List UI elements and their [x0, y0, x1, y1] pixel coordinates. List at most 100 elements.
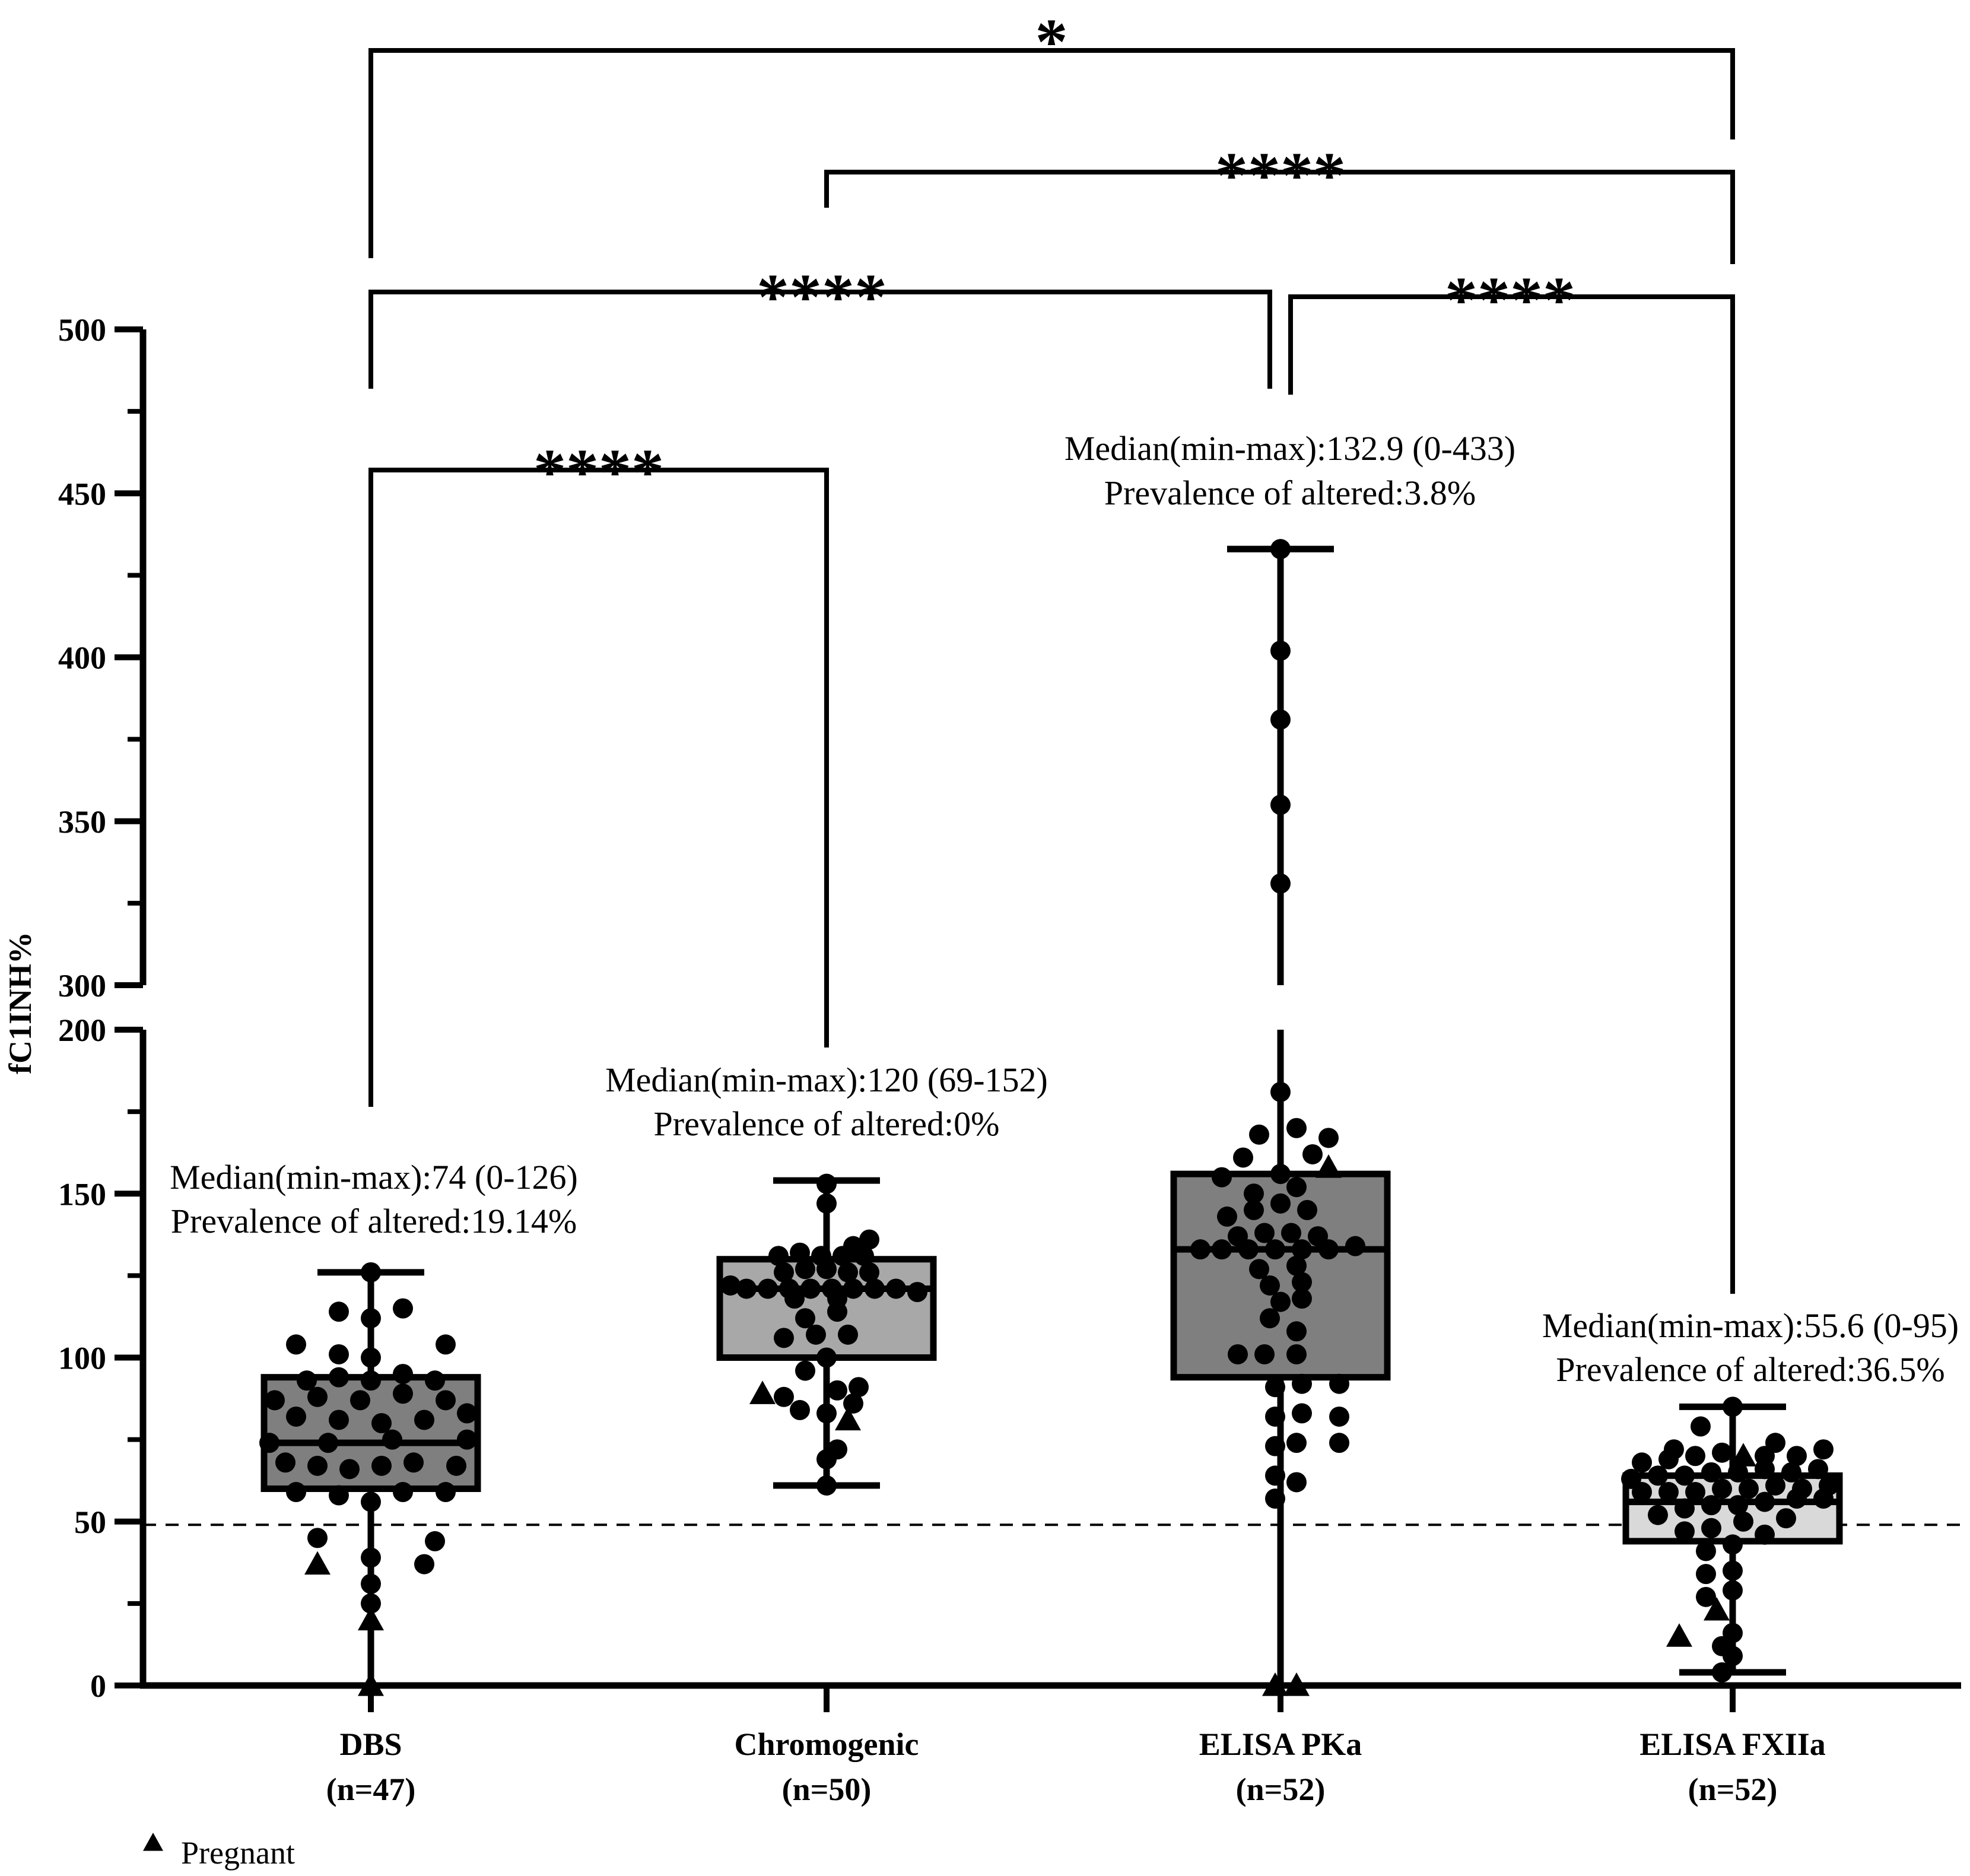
data-point [1685, 1446, 1705, 1466]
legend-triangle-icon [143, 1833, 163, 1851]
data-point [779, 1278, 799, 1299]
data-point [436, 1390, 456, 1411]
data-point [1675, 1465, 1695, 1486]
data-point [361, 1370, 381, 1391]
data-point-pregnant [358, 1672, 384, 1696]
data-point [1691, 1416, 1711, 1437]
data-point [361, 1547, 381, 1568]
data-point [1696, 1541, 1716, 1561]
x-category-label: Chromogenic [735, 1726, 919, 1762]
data-point [827, 1380, 847, 1401]
data-point [1244, 1183, 1264, 1204]
data-point [436, 1334, 456, 1355]
data-point [1270, 795, 1291, 815]
data-point [816, 1173, 837, 1194]
data-point [414, 1554, 434, 1575]
data-point [1270, 709, 1291, 730]
data-point [800, 1278, 821, 1299]
data-point-pregnant [835, 1407, 861, 1431]
data-point-pregnant [304, 1551, 331, 1575]
data-point [1701, 1462, 1721, 1483]
y-tick-label: 400 [58, 640, 106, 676]
y-tick-label: 350 [58, 804, 106, 840]
annotation-prevalence: Prevalence of altered:3.8% [1104, 474, 1476, 512]
data-point [297, 1370, 317, 1391]
significance-label: **** [533, 436, 664, 508]
data-point [1755, 1524, 1775, 1545]
data-point [393, 1298, 413, 1319]
significance-label: **** [1215, 139, 1346, 211]
data-point [425, 1531, 445, 1551]
data-point [843, 1236, 863, 1256]
data-point [393, 1383, 413, 1404]
data-point [1292, 1239, 1312, 1260]
data-point [768, 1246, 789, 1266]
data-point [1728, 1495, 1748, 1516]
data-point-pregnant [1666, 1623, 1692, 1647]
axes: 050100150200300350400450500fC1INH%DBS(n=… [2, 312, 1961, 1807]
y-tick-label: 200 [58, 1012, 106, 1048]
data-point [795, 1360, 815, 1381]
annotation-prevalence: Prevalence of altered:19.14% [171, 1202, 577, 1240]
data-point [838, 1262, 858, 1283]
y-tick-label: 150 [58, 1176, 106, 1212]
x-category-label: ELISA FXIIa [1639, 1726, 1826, 1762]
x-category-n-label: (n=47) [326, 1772, 416, 1807]
data-point [1819, 1475, 1839, 1496]
data-point [736, 1278, 757, 1299]
data-point [361, 1573, 381, 1594]
data-point [774, 1386, 794, 1407]
data-point [1345, 1236, 1365, 1256]
data-point [259, 1433, 279, 1453]
data-point [1733, 1511, 1753, 1532]
data-point [1696, 1586, 1716, 1607]
significance-bracket [1288, 294, 1735, 1294]
data-point [361, 1593, 381, 1614]
data-point [1286, 1177, 1307, 1198]
data-point [414, 1410, 434, 1430]
data-point [790, 1242, 810, 1263]
data-point [1765, 1475, 1785, 1496]
significance-brackets: ***************** [368, 5, 1735, 1294]
data-point [1621, 1468, 1641, 1489]
data-point [307, 1386, 328, 1407]
data-point [795, 1308, 815, 1329]
y-tick-label: 100 [58, 1341, 106, 1376]
data-point [1286, 1344, 1307, 1364]
data-point [1329, 1433, 1349, 1453]
data-point [886, 1278, 906, 1299]
y-axis-label: fC1INH% [2, 932, 38, 1074]
data-point [811, 1246, 831, 1266]
data-point [1260, 1275, 1280, 1296]
data-point [1648, 1504, 1668, 1525]
annotation-median: Median(min-max):120 (69-152) [605, 1061, 1048, 1099]
data-point [339, 1459, 360, 1480]
data-point [265, 1390, 285, 1411]
data-point [1712, 1662, 1732, 1683]
data-point [1281, 1223, 1301, 1243]
data-point [1270, 539, 1291, 560]
data-point [1728, 1462, 1748, 1483]
data-point [329, 1302, 349, 1322]
data-point [1249, 1259, 1269, 1280]
boxes [260, 545, 1843, 1685]
data-point [425, 1370, 445, 1391]
significance-label: **** [1445, 264, 1575, 336]
data-point [1712, 1478, 1732, 1499]
data-point [859, 1262, 879, 1283]
annotations: Median(min-max):74 (0-126)Prevalence of … [170, 429, 1959, 1389]
data-point [1292, 1373, 1312, 1394]
data-point [286, 1334, 306, 1355]
data-point [1260, 1308, 1280, 1329]
data-point [849, 1377, 869, 1398]
data-point [1701, 1495, 1721, 1516]
data-point [1265, 1436, 1285, 1456]
y-tick-label: 0 [90, 1668, 106, 1704]
data-point-pregnant [749, 1380, 776, 1404]
data-point [806, 1324, 826, 1345]
x-category-label: ELISA PKa [1199, 1726, 1362, 1762]
data-point [1739, 1478, 1759, 1499]
data-point [1254, 1223, 1275, 1243]
data-point [774, 1328, 794, 1348]
